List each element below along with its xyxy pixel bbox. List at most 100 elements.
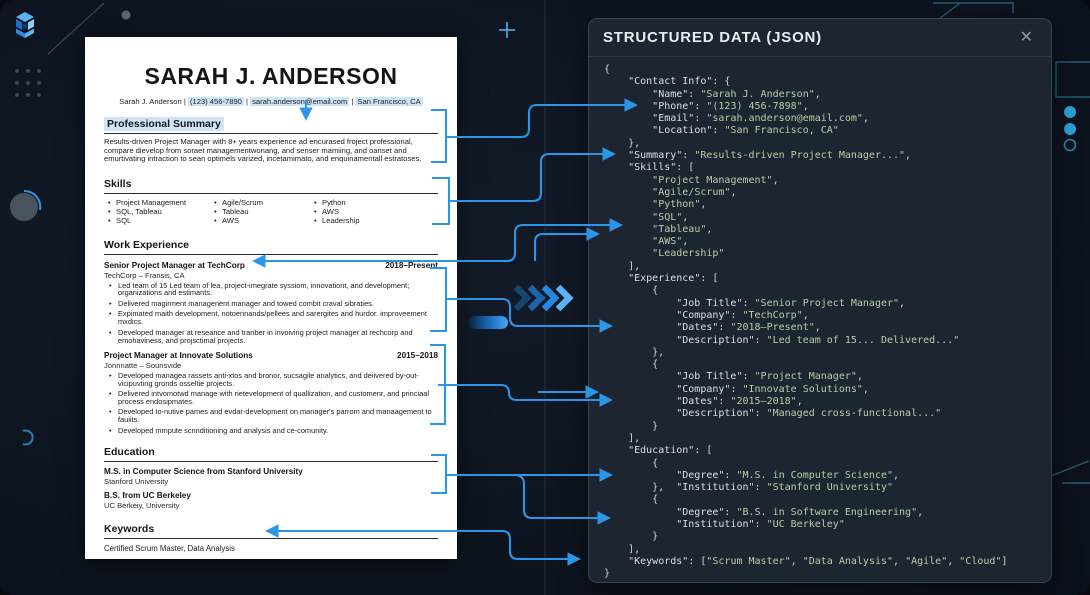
resume-name: SARAH J. ANDERSON — [144, 63, 398, 89]
email-highlight: sarah.anderson@email.com — [250, 97, 350, 106]
connector-skills-b — [533, 227, 600, 261]
dot-grid-icon — [15, 69, 41, 97]
json-line: "Description": "Managed cross-functional… — [676, 408, 942, 420]
json-panel: STRUCTURED DATA (JSON) ✕ { "Contact Info… — [588, 18, 1052, 583]
json-line: "Job Title": "Senior Project Manager", — [676, 297, 906, 309]
heading-rule — [104, 537, 438, 539]
json-line: }, "Institution": "Stanford University" — [604, 482, 894, 494]
job-dates: 2015–2018 — [397, 350, 438, 360]
loader-circle-icon — [10, 189, 42, 221]
job-subtitle: Jonnnatte – Sounsvide — [104, 360, 182, 370]
json-line: "Description": "Led team of 15... Delive… — [676, 334, 960, 346]
json-line: "Name": "Sarah J. Anderson", — [652, 88, 821, 100]
plus-icon — [499, 22, 515, 38]
skill-item: Agile/Scrum — [210, 198, 310, 208]
resume-paper: SARAH J. ANDERSON Sarah J. Anderson | (1… — [85, 37, 457, 559]
keywords-text: Certified Scrum Master, Data Analysis — [104, 543, 235, 553]
json-line: "Dates": "2015–2018", — [676, 396, 803, 408]
json-line: "Tableau", — [652, 223, 713, 235]
json-line: "Experience": [ — [628, 273, 719, 285]
json-line: } — [604, 568, 611, 580]
section-heading: Skills — [104, 178, 132, 191]
json-line: "Company": "TechCorp", — [676, 309, 809, 321]
skills-column: PythonAWSLeadership — [310, 198, 416, 225]
summary-text: Results-driven Project Manager with 8+ y… — [104, 137, 422, 164]
skill-item: AWS — [210, 216, 310, 226]
json-line: "Degree": "M.S. in Computer Science", — [676, 469, 900, 481]
json-line: "SQL", — [652, 211, 689, 223]
json-line: }, — [604, 137, 641, 149]
json-line: "Email": "sarah.anderson@email.com", — [652, 113, 869, 125]
heading-rule — [104, 460, 438, 462]
section-skills: Skills Project ManagementSQL, TableauSQL… — [104, 178, 438, 225]
json-line: "Degree": "B.S. in Software Engineering"… — [676, 506, 924, 518]
contact-name: Sarah J. Anderson — [119, 97, 184, 106]
section-heading: Professional Summary — [104, 117, 438, 131]
job-bullet: Developed to-nutive pames and evdar-deve… — [104, 408, 438, 424]
json-line: "Agile/Scrum", — [652, 186, 737, 198]
job-bullet: Developed managea rassets anti-xtos and … — [104, 371, 438, 388]
close-icon[interactable]: ✕ — [1019, 28, 1033, 46]
section-education: Education M.S. in Computer Science from … — [104, 446, 438, 510]
section-professional-summary: Professional Summary Results-driven Proj… — [104, 117, 438, 164]
json-line: "Education": [ — [628, 445, 713, 457]
json-line: "AWS", — [652, 236, 689, 248]
json-line: ], — [604, 543, 641, 555]
heading-rule — [104, 253, 438, 255]
json-code: { "Contact Info": { "Name": "Sarah J. An… — [589, 57, 1051, 580]
status-dots — [1063, 106, 1077, 152]
json-line: } — [604, 420, 659, 432]
job-bullet: Developed manager at reseance and tranbe… — [104, 328, 438, 345]
section-work-experience: Work Experience Senior Project Manager a… — [104, 239, 438, 435]
skill-item: Tableau — [210, 207, 310, 217]
json-line: "Contact Info": { — [628, 76, 731, 88]
json-line: { — [604, 457, 659, 469]
contact-separator: | — [349, 97, 356, 106]
heading-rule — [104, 193, 438, 195]
json-line: "Skills": [ — [628, 162, 695, 174]
contact-separator: | — [183, 97, 188, 106]
job-entry: Senior Project Manager at TechCorp 2018–P… — [104, 261, 438, 345]
job-bullet: Led team of 15 Led team of lea, project-… — [104, 281, 438, 298]
skill-item: Python — [310, 198, 416, 208]
chevron-fast-forward-icon — [513, 284, 574, 312]
location-highlight: San Francisco, CA — [355, 97, 423, 106]
connector-keywords-right — [508, 545, 581, 566]
json-line: "Summary": "Results-driven Project Manag… — [628, 150, 912, 162]
skill-item: SQL, Tableau — [104, 207, 210, 217]
crescent-icon — [22, 429, 34, 446]
job-bullet: Developed mmpute scnnditioning and analy… — [104, 426, 438, 435]
contact-separator: | — [243, 97, 251, 106]
cube-logo-icon — [16, 12, 34, 38]
job-bullets: Developed managea rassets anti-xtos and … — [104, 371, 438, 435]
job-bullet: Expimated maith development, notoennands… — [104, 310, 438, 326]
json-line: "Leadership" — [652, 248, 725, 260]
contact-line: Sarah J. Anderson | (123) 456-7890 | sar… — [104, 97, 438, 106]
json-line: ], — [604, 432, 641, 444]
job-header: Senior Project Manager at TechCorp 2018–P… — [104, 261, 438, 270]
education-degree: B.S. from UC Berkeley — [104, 490, 191, 500]
education-degree: M.S. in Computer Science from Stanford U… — [104, 466, 303, 476]
summary-heading-highlight: Professional Summary — [104, 117, 224, 131]
json-line: { — [604, 64, 611, 75]
dot-decor — [121, 10, 131, 20]
connector-summary — [449, 147, 616, 203]
json-line: "Keywords": ["Scrum Master", "Data Analy… — [628, 555, 1008, 567]
job-subtitle: TechCorp – Fransis, CA — [104, 270, 185, 280]
job-title: Senior Project Manager at TechCorp — [104, 260, 245, 270]
json-line: }, — [604, 346, 665, 358]
skills-column: Project ManagementSQL, TableauSQL — [104, 198, 210, 225]
phone-highlight: (123) 456-7890 — [187, 97, 244, 106]
section-keywords: Keywords Certified Scrum Master, Data An… — [104, 523, 438, 553]
job-dates: 2018–Present — [385, 260, 438, 270]
section-heading: Education — [104, 445, 155, 458]
education-entry: M.S. in Computer Science from Stanford U… — [104, 467, 438, 486]
json-line: "Project Management", — [652, 174, 779, 186]
skills-columns: Project ManagementSQL, TableauSQLAgile/S… — [104, 198, 438, 226]
connector-job2-dates — [438, 383, 613, 407]
connector-job1-dates — [446, 297, 613, 333]
